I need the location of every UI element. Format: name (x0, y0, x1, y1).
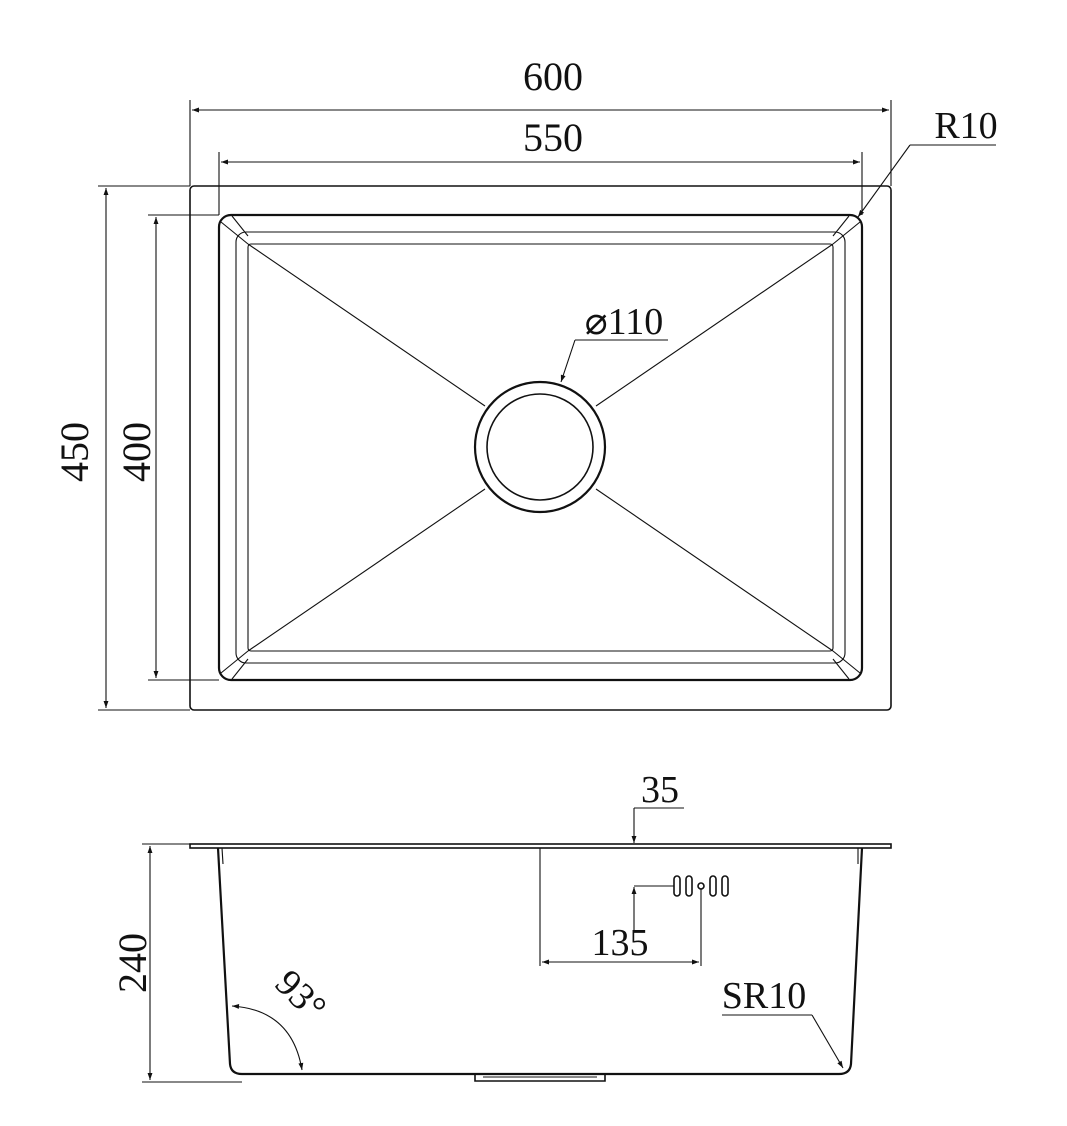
dim-wall-angle: 93° (231, 962, 334, 1071)
overflow-offset-label: 135 (592, 922, 649, 964)
dim-inner-width: 550 (218, 115, 863, 215)
outer-flange-outline (189, 185, 892, 711)
dim-rim-thickness: 35 (631, 769, 684, 843)
drain-outer-circle (473, 380, 607, 514)
corner-radius-label: R10 (934, 105, 997, 147)
wall-angle-label: 93° (267, 962, 334, 1029)
side-view: 35 135 240 93° SR10 (110, 769, 892, 1083)
bowl-side-profile (216, 847, 864, 1076)
drain-inner-circle (486, 393, 594, 501)
drain-diameter-label: ⌀110 (585, 301, 663, 343)
inner-depth-label: 400 (114, 422, 159, 482)
bowl-outer-outline (217, 213, 864, 682)
bottom-radius-label: SR10 (722, 975, 806, 1017)
drain-slope-lines (247, 243, 834, 652)
top-view: 600 550 R10 ⌀110 450 (52, 54, 998, 711)
overall-depth-label: 450 (52, 422, 97, 482)
rim-thickness-label: 35 (641, 769, 679, 811)
corner-bevels (220, 215, 861, 680)
dim-bowl-height: 240 (110, 843, 242, 1083)
drain-diameter-leader: ⌀110 (560, 301, 668, 383)
dim-overall-width: 600 (189, 54, 892, 186)
corner-radius-leader: R10 (857, 105, 998, 218)
overall-width-label: 600 (523, 54, 583, 99)
inner-width-label: 550 (523, 115, 583, 160)
dim-overall-depth: 450 (52, 185, 190, 711)
bowl-height-label: 240 (110, 933, 155, 993)
bottom-radius-leader: SR10 (722, 975, 844, 1069)
rim-flange (189, 843, 892, 849)
bowl-side-inner-line (221, 847, 224, 865)
bowl-inner-outline-1 (235, 231, 846, 664)
dim-inner-depth: 400 (114, 214, 219, 681)
dim-overflow-offset: 135 (542, 885, 702, 966)
drain-outlet (474, 1074, 606, 1082)
bowl-inner-outline-2 (247, 243, 834, 652)
